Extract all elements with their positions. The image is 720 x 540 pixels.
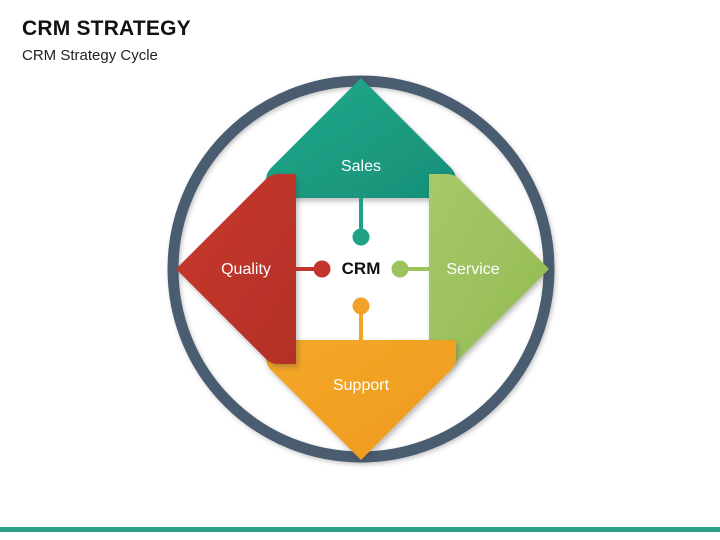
- segment-sales[interactable]: [266, 78, 456, 198]
- page-title: CRM STRATEGY: [22, 17, 191, 40]
- connector-dot-quality: [313, 260, 331, 278]
- header: CRM STRATEGY CRM Strategy Cycle: [22, 16, 191, 67]
- segment-quality-shape: [176, 174, 296, 364]
- segment-service[interactable]: [429, 174, 549, 364]
- segment-sales-shape: [266, 78, 456, 198]
- segment-service-shape: [429, 174, 549, 364]
- crm-strategy-cycle-diagram: [167, 75, 555, 463]
- connector-dot-sales: [352, 228, 370, 246]
- connector-dot-service: [391, 260, 409, 278]
- connector-dot-support: [352, 297, 370, 315]
- page-subtitle: CRM Strategy Cycle: [22, 47, 158, 64]
- footer-accent-bar: [0, 527, 720, 532]
- segment-quality[interactable]: [176, 174, 296, 364]
- segment-support-shape: [266, 340, 456, 460]
- segment-support[interactable]: [266, 340, 456, 460]
- center-label-crm: CRM: [341, 259, 381, 278]
